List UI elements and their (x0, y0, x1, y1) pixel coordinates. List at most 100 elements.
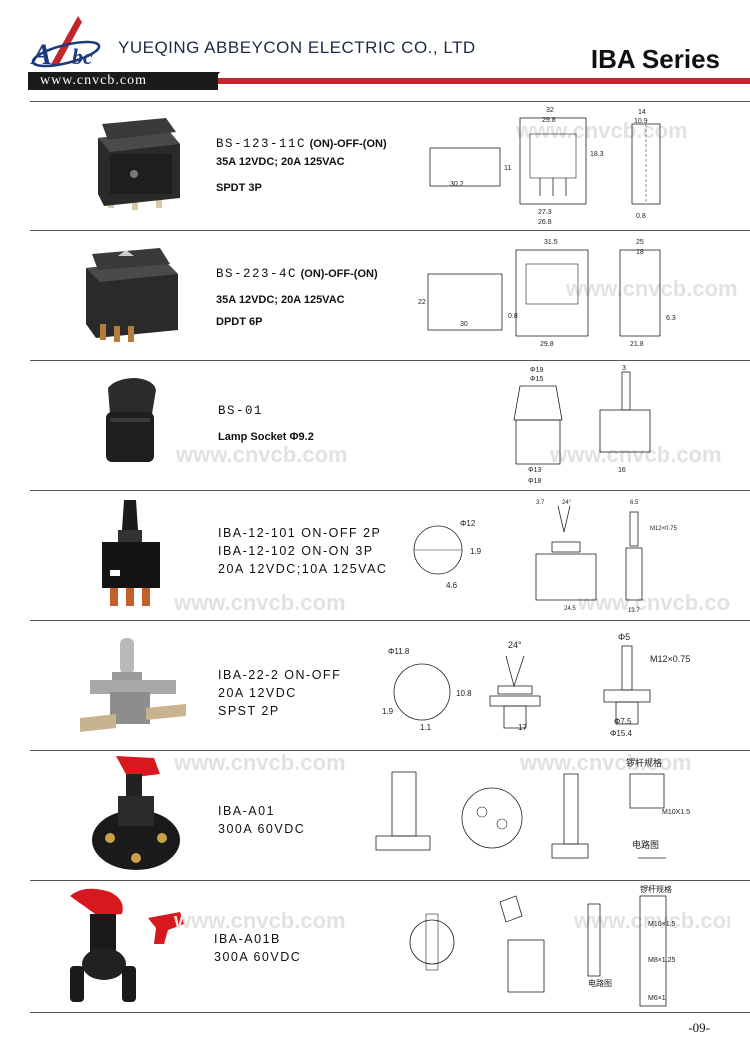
product-photo-bs-01 (106, 378, 156, 462)
watermark: www.cnvcb.com (577, 590, 730, 615)
svg-text:M12×0.75: M12×0.75 (650, 526, 678, 532)
svg-text:17: 17 (518, 723, 527, 732)
row-divider (30, 230, 750, 231)
svg-text:0.8: 0.8 (636, 213, 646, 220)
svg-text:27.3: 27.3 (538, 209, 552, 216)
pole-config: SPST 2P (218, 704, 280, 718)
svg-text:6.3: 6.3 (666, 315, 676, 322)
svg-text:Φ15: Φ15 (530, 376, 543, 383)
spec-iba-12: IBA-12-101 ON-OFF 2P IBA-12-102 ON-ON 3P… (218, 524, 387, 578)
svg-text:32: 32 (546, 107, 554, 114)
switch-mode: (ON)-OFF-(ON) (309, 138, 387, 150)
watermark: www.cnvcb.com (173, 908, 346, 933)
svg-text:13.7: 13.7 (628, 608, 640, 614)
spec-iba-a01b: IBA-A01B 300A 60VDC (214, 930, 301, 966)
svg-text:Φ5: Φ5 (618, 632, 630, 642)
svg-text:14: 14 (638, 109, 646, 116)
page-header: A bc YUEQING ABBEYCON ELECTRIC CO., LTD … (0, 0, 750, 100)
model-number-102: IBA-12-102 ON-ON 3P (218, 544, 374, 558)
svg-text:25: 25 (636, 239, 644, 246)
svg-text:M10×1.5: M10×1.5 (648, 921, 676, 928)
row-divider (30, 360, 750, 361)
svg-text:29.8: 29.8 (540, 341, 554, 348)
svg-text:0.8: 0.8 (508, 313, 518, 320)
svg-text:1.1: 1.1 (420, 723, 432, 732)
watermark: www.cnvcb.com (173, 590, 346, 615)
svg-text:Φ12: Φ12 (460, 519, 476, 528)
electrical-rating: 20A 12VDC;10A 125VAC (218, 562, 388, 576)
svg-text:Φ15.4: Φ15.4 (610, 729, 633, 738)
svg-text:16: 16 (618, 467, 626, 474)
svg-text:31.5: 31.5 (544, 239, 558, 246)
drawing-iba-a01: www.cnvcb.com www.cnvcb.com 锣杆规格 M10X1.5… (173, 752, 692, 859)
drawing-iba-a01b: www.cnvcb.com www.cnvcb.com 锣杆规格 M10×1.5… (173, 884, 730, 1007)
svg-text:电路图: 电路图 (588, 978, 612, 988)
switch-mode: (ON)-OFF-(ON) (300, 268, 378, 280)
electrical-rating: 300A 60VDC (218, 822, 306, 836)
drawing-iba-12: www.cnvcb.com www.cnvcb.com Φ12 1.9 4.6 … (173, 500, 730, 615)
model-number: BS-01 (218, 404, 264, 418)
page-number: -09- (688, 1020, 710, 1035)
svg-text:6.5: 6.5 (630, 500, 639, 506)
svg-text:Φ11.8: Φ11.8 (388, 647, 410, 656)
row-divider (30, 880, 750, 881)
series-title: IBA Series (590, 44, 720, 74)
spec-bs-01: BS-01 Lamp Socket Φ9.2 (218, 402, 314, 446)
row-divider (30, 750, 750, 751)
svg-text:Φ7.5: Φ7.5 (614, 717, 632, 726)
svg-text:M12×0.75: M12×0.75 (650, 654, 690, 664)
header-band (28, 72, 750, 90)
row-divider (30, 490, 750, 491)
spec-iba-a01: IBA-A01 300A 60VDC (218, 802, 305, 838)
product-photo-iba-22-2 (80, 638, 186, 732)
model-number: IBA-A01 (218, 804, 276, 818)
svg-text:电路图: 电路图 (632, 839, 659, 850)
website-url[interactable]: www.cnvcb.com (40, 73, 147, 88)
company-logo: A bc (30, 16, 101, 71)
watermark: www.cnvcb.com (549, 442, 722, 467)
svg-text:1.9: 1.9 (382, 707, 394, 716)
watermark: www.cnvcb.com (515, 118, 688, 143)
model-number: BS-223-4C (216, 267, 298, 281)
watermark: www.cnvcb.com (573, 908, 730, 933)
svg-text:10.8: 10.8 (456, 689, 472, 698)
svg-text:18.3: 18.3 (590, 151, 604, 158)
row-divider (30, 101, 750, 102)
svg-text:10.9: 10.9 (634, 118, 648, 125)
svg-text:3: 3 (622, 365, 626, 372)
product-photo-iba-a01b (70, 888, 184, 1002)
svg-text:A: A (30, 38, 52, 71)
spec-iba-22-2: IBA-22-2 ON-OFF 20A 12VDC SPST 2P (218, 666, 341, 720)
spec-bs-123-11c: BS-123-11C (ON)-OFF-(ON) 35A 12VDC; 20A … (216, 134, 387, 197)
company-name: YUEQING ABBEYCON ELECTRIC CO., LTD (118, 38, 476, 57)
electrical-rating: 35A 12VDC; 20A 125VAC (216, 294, 345, 306)
svg-text:M6×1: M6×1 (648, 995, 666, 1002)
svg-text:30: 30 (460, 321, 468, 328)
row-divider (30, 620, 750, 621)
watermark: www.cnvcb.com (519, 752, 692, 775)
electrical-rating: 20A 12VDC (218, 686, 297, 700)
product-photo-bs-223-4c (86, 248, 178, 342)
svg-text:锣杆规格: 锣杆规格 (640, 884, 672, 894)
drawing-bs-223-4c: www.cnvcb.com 22 30 31.5 29.8 0.8 25 18 … (418, 239, 738, 348)
drawing-iba-22-2: Φ11.8 1.9 10.8 1.1 24° 17 Φ5 M12×0.75 Φ7… (382, 632, 690, 738)
watermark: www.cnvcb.com (175, 442, 348, 467)
product-photo-iba-a01 (92, 756, 180, 870)
svg-text:Φ18: Φ18 (528, 478, 541, 485)
drawing-bs-123-11c: www.cnvcb.com 30.2 11 32 29.8 18.3 27.3 … (429, 107, 688, 226)
electrical-rating: 300A 60VDC (214, 950, 302, 964)
model-number-101: IBA-12-101 ON-OFF 2P (218, 526, 382, 540)
model-number: IBA-22-2 ON-OFF (218, 668, 342, 682)
product-photo-bs-123-11c (98, 118, 180, 210)
pole-config: DPDT 6P (216, 316, 263, 328)
svg-text:21.8: 21.8 (630, 341, 644, 348)
model-number: IBA-A01B (214, 932, 281, 946)
product-photo-iba-12 (102, 500, 160, 606)
pole-config: SPDT 3P (216, 182, 262, 194)
svg-text:30.2: 30.2 (450, 181, 464, 188)
svg-text:24.5: 24.5 (564, 606, 576, 612)
drawing-bs-01: www.cnvcb.com www.cnvcb.com Φ19 Φ15 Φ13 … (175, 365, 722, 485)
description: Lamp Socket Φ9.2 (218, 431, 314, 443)
watermark: www.cnvcb.com (565, 276, 738, 301)
svg-text:4.6: 4.6 (446, 581, 458, 590)
